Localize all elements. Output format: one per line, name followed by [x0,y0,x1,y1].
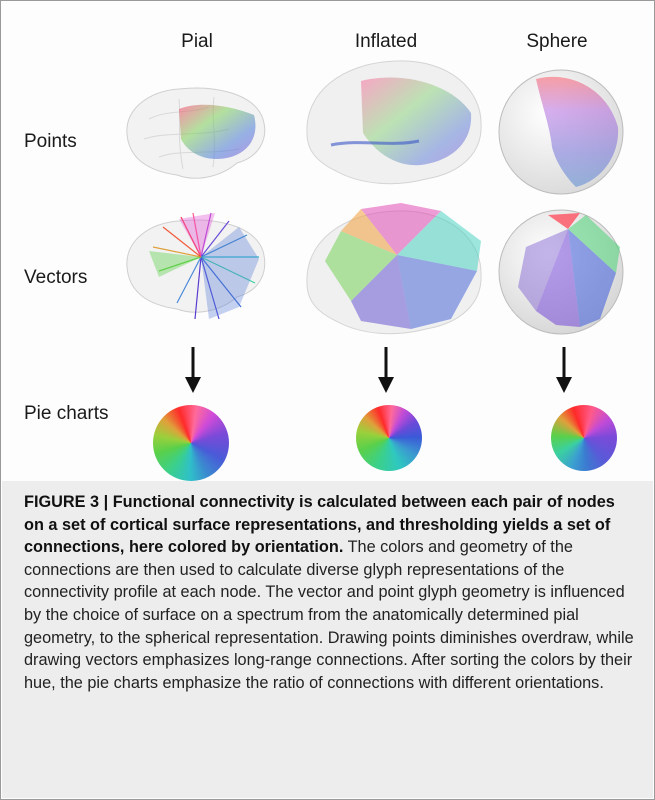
caption-label: FIGURE 3 | Functional connectivity is ca… [24,493,615,557]
down-arrow-icon [556,347,572,393]
sphere-pie-chart [551,405,617,471]
sphere-points-image [498,69,624,195]
inflated-points-image [306,60,482,185]
down-arrow-icon [378,347,394,393]
inflated-vectors-image [306,203,482,335]
pial-points-image [126,87,266,179]
column-header-pial: Pial [181,31,213,52]
sphere-vectors-image [498,209,624,335]
inflated-pie-chart [356,405,422,471]
column-header-sphere: Sphere [526,31,588,52]
figure-caption: FIGURE 3 | Functional connectivity is ca… [24,491,634,694]
row-header-pie-charts: Pie charts [24,403,109,424]
row-header-vectors: Vectors [24,267,88,288]
caption-background [2,481,653,798]
down-arrow-icon [185,347,201,393]
column-header-inflated: Inflated [354,31,418,52]
pial-vectors-image [126,212,266,320]
row-header-points: Points [24,131,77,152]
pial-pie-chart [153,405,229,481]
caption-body: The colors and geometry of the connectio… [24,538,634,692]
